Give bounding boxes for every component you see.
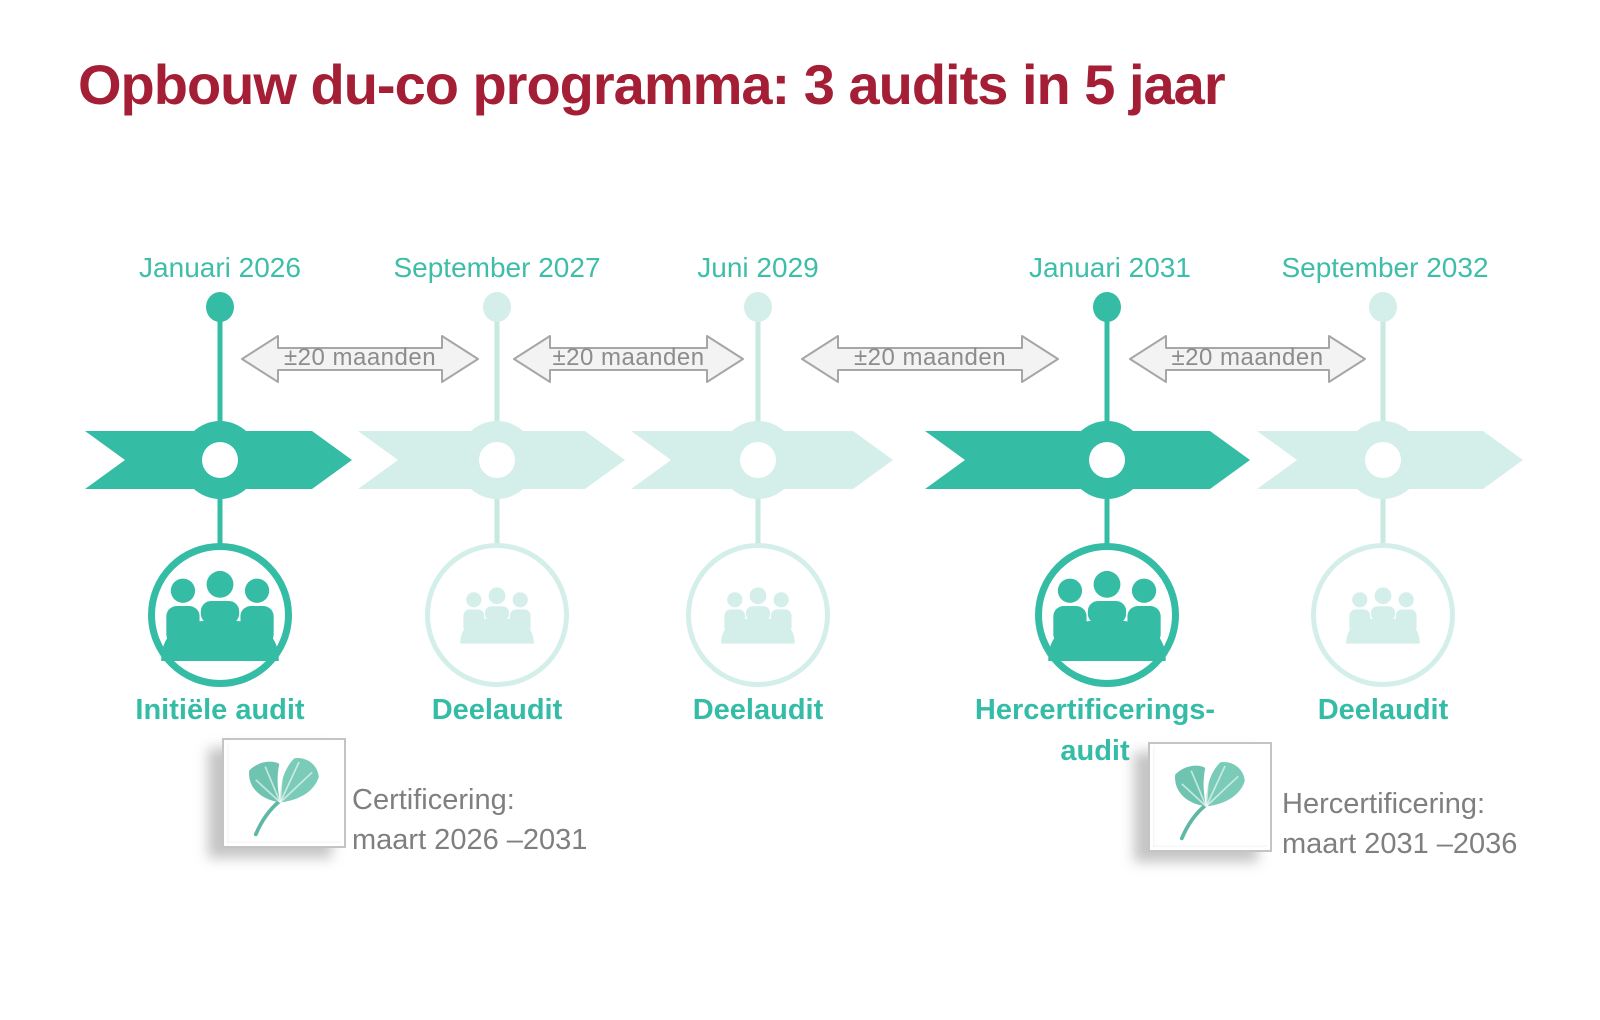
certificate-image [1148,742,1272,852]
timeline-node-hole [1365,442,1401,478]
milestone-dot [206,292,234,322]
certificate-text: Hercertificering: maart 2031 –2036 [1282,784,1517,864]
milestone-dot [483,292,511,322]
double-arrow-icon [1129,335,1366,383]
audit-label: Deelaudit [431,694,563,726]
double-arrow-icon [513,335,744,383]
audit-circle [686,543,830,687]
interval-arrow: ±20 maanden [800,333,1060,385]
page-title: Opbouw du-co programma: 3 audits in 5 ja… [78,53,1226,116]
timeline-node-hole [479,442,515,478]
audit-label: Initiële audit [135,694,305,726]
timeline-node-hole [1089,442,1125,478]
interval-arrow: ±20 maanden [1128,333,1367,385]
certificate-text: Certificering: maart 2026 –2031 [352,780,587,860]
milestone-dot [1093,292,1121,322]
meeting-people-icon [457,586,537,644]
milestone-dot [1369,292,1397,322]
interval-label: ±20 maanden [283,343,437,371]
interval-arrow: ±20 maanden [240,333,480,385]
milestone-date: Januari 2026 [139,252,301,283]
certificate-period: maart 2026 –2031 [352,824,588,857]
audit-label: Hercertificerings- audit [974,694,1216,767]
milestone-date: Juni 2029 [697,252,819,283]
double-arrow-icon [801,335,1059,383]
audit-circle [1311,543,1455,687]
timeline-node-hole [740,442,776,478]
milestone-dot [744,292,772,322]
interval-label: ±20 maanden [1171,343,1324,371]
ginkgo-leaf-icon [237,746,331,840]
timeline-node-hole [202,442,238,478]
certificate-period: maart 2031 –2036 [1282,828,1518,861]
milestone-date: September 2027 [393,252,601,283]
meeting-people-icon [1043,569,1171,661]
certificate-title: Hercertificering: [1282,788,1486,820]
audit-label: Deelaudit [1317,694,1449,726]
meeting-people-icon [156,569,284,661]
interval-label: ±20 maanden [853,343,1007,371]
meeting-people-icon [718,586,798,644]
certificate-image [222,738,346,848]
milestone-date: September 2032 [1281,252,1489,283]
interval-arrow: ±20 maanden [512,333,745,385]
meeting-people-icon [1343,586,1423,644]
certificate-title: Certificering: [352,784,515,816]
audit-circle [148,543,292,687]
ginkgo-leaf-icon [1163,750,1257,844]
audit-circle [1035,543,1179,687]
audit-circle [425,543,569,687]
audit-label: Deelaudit [692,694,824,726]
double-arrow-icon [241,335,479,383]
milestone-date: Januari 2031 [1029,252,1191,283]
interval-label: ±20 maanden [552,343,705,371]
